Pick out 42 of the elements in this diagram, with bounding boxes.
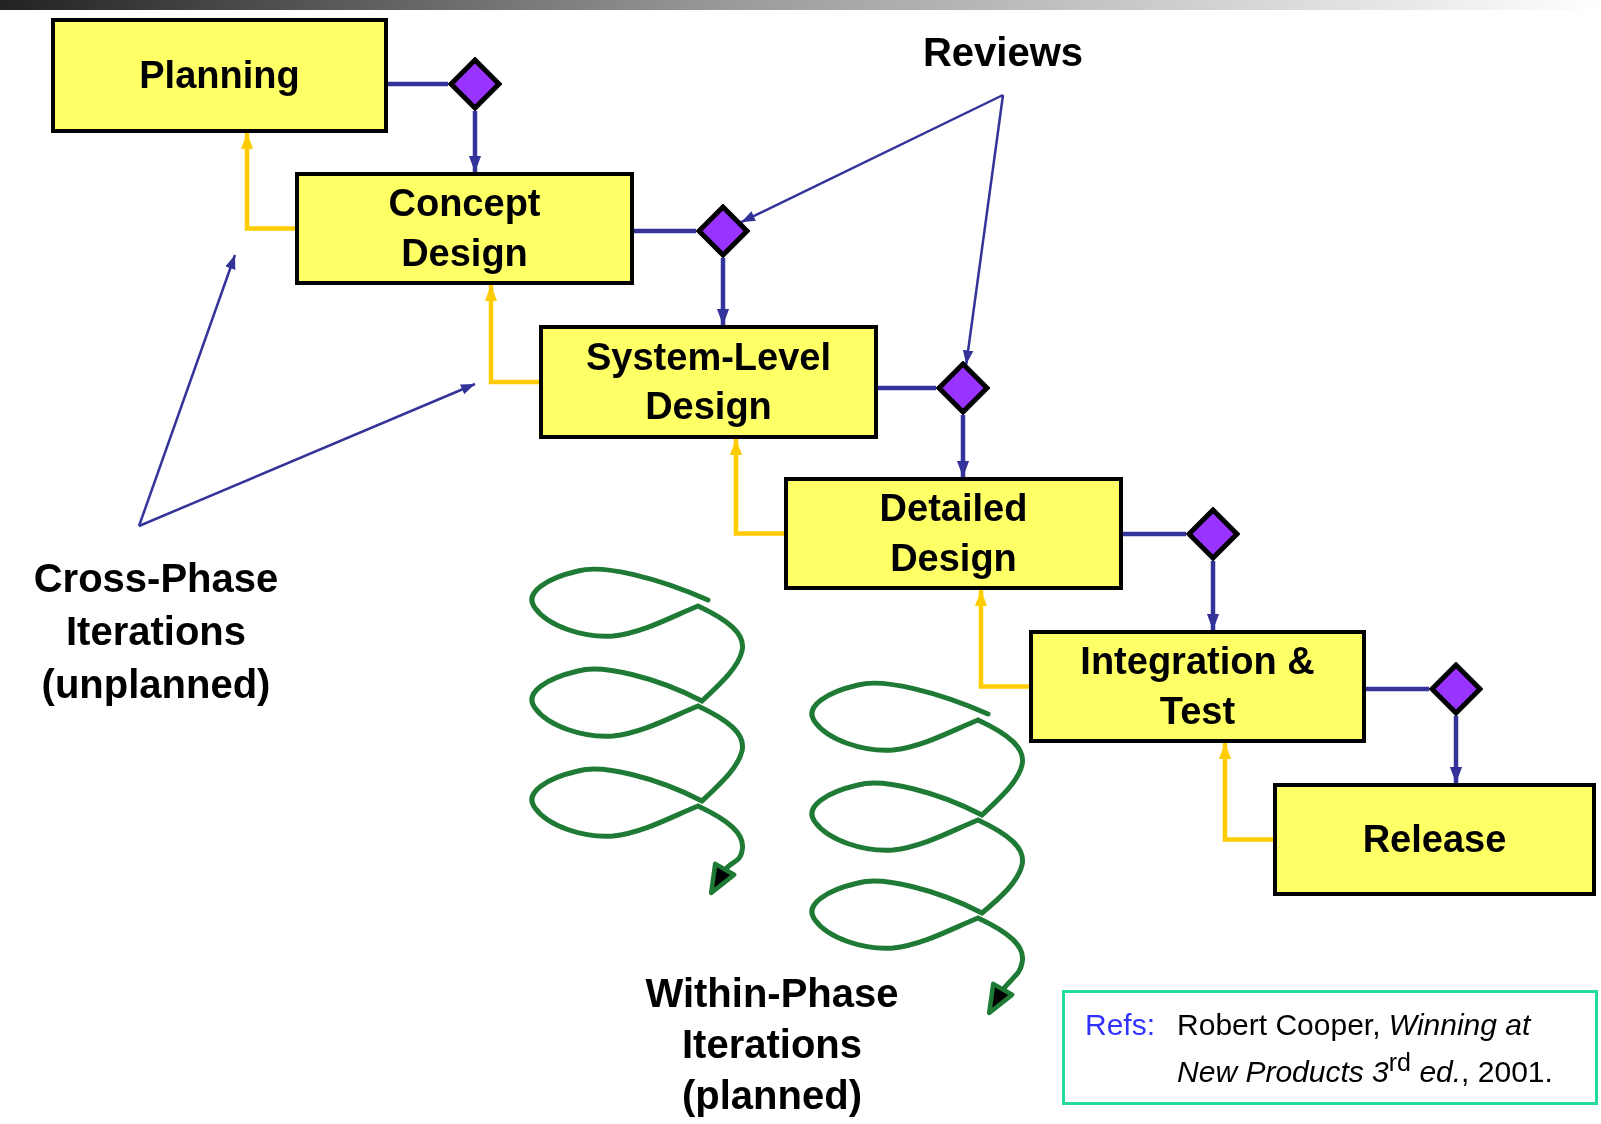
reference-box [1062, 990, 1598, 1105]
phase-label: Detailed Design [878, 486, 1029, 581]
phase-box [784, 477, 1123, 590]
arrow [240, 133, 295, 231]
reference-heading: Refs: [1085, 1007, 1156, 1043]
phase-box [51, 18, 388, 133]
arrow [1206, 561, 1220, 630]
arrow [740, 93, 1004, 224]
arrow [468, 111, 482, 172]
review-diamond [1429, 662, 1483, 716]
arrow [716, 258, 730, 325]
arrow [137, 254, 237, 527]
phase-label: System-Level Design [585, 334, 832, 429]
arrow [1449, 716, 1463, 783]
arrow [138, 382, 476, 528]
connector-line [388, 81, 448, 87]
review-diamond [696, 204, 750, 258]
connector-line [1366, 686, 1429, 692]
connector-line [1123, 531, 1186, 537]
phase-box [1029, 630, 1366, 743]
phase-label: Release [1362, 816, 1507, 862]
callout-label: Reviews [893, 26, 1113, 95]
review-diamond [936, 361, 990, 415]
phase-box [295, 172, 634, 285]
callout-label: Cross-Phase Iterations (unplanned) [6, 526, 306, 712]
phase-label: Concept Design [387, 181, 542, 276]
arrow [1218, 743, 1273, 842]
callout-label: Within-Phase Iterations (planned) [644, 970, 900, 1120]
arrow [962, 94, 1005, 365]
arrow [484, 285, 539, 385]
review-diamond [1186, 507, 1240, 561]
review-diamond [448, 57, 502, 111]
arrow [956, 415, 970, 477]
phase-label: Integration & Test [1079, 639, 1316, 734]
reference-text: Robert Cooper, Winning at New Products 3$^{rd}$ ed., 2001. [1177, 1007, 1554, 1090]
arrow [974, 590, 1029, 689]
connector-line [634, 228, 696, 234]
phase-label: Planning [139, 52, 300, 98]
phase-box [1273, 783, 1596, 896]
connector-line [878, 385, 936, 391]
phase-box [539, 325, 878, 439]
arrow [729, 439, 784, 536]
